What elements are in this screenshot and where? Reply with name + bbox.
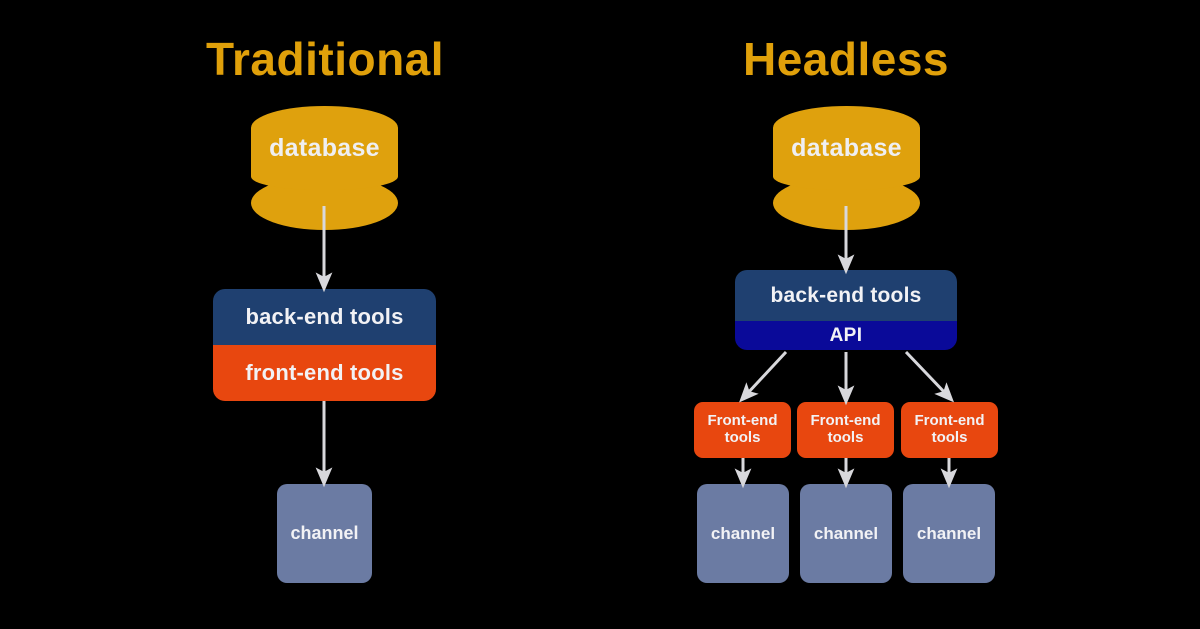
frontend-tools-label-line1: Front-end — [707, 412, 778, 430]
headless-backend-tools-row[interactable]: back-end tools — [735, 270, 957, 321]
headless-database-cylinder: database — [773, 106, 920, 230]
arrow-api-to-frontend-right — [904, 350, 955, 403]
traditional-tools-stack: back-end tools front-end tools — [213, 289, 436, 401]
traditional-backend-tools-row[interactable]: back-end tools — [213, 289, 436, 345]
frontend-tools-label-line2: tools — [724, 429, 761, 446]
frontend-tools-label-line1: Front-end — [810, 412, 881, 430]
frontend-tools-label-line2: tools — [827, 429, 864, 446]
database-body — [251, 106, 398, 190]
headless-frontend-tools-box-3[interactable]: Front-end tools — [901, 402, 998, 458]
traditional-database-cylinder: database — [251, 106, 398, 230]
column-title-headless: Headless — [742, 33, 949, 85]
frontend-tools-label-line2: tools — [931, 429, 968, 446]
headless-api-row[interactable]: API — [735, 321, 957, 350]
headless-channel-box-3[interactable]: channel — [903, 484, 995, 583]
headless-frontend-tools-box-2[interactable]: Front-end tools — [797, 402, 894, 458]
headless-tools-stack: back-end tools API — [735, 270, 957, 350]
headless-channel-box-2[interactable]: channel — [800, 484, 892, 583]
traditional-channel-box[interactable]: channel — [277, 484, 372, 583]
frontend-tools-label-line1: Front-end — [914, 412, 985, 430]
database-body — [773, 106, 920, 190]
headless-channel-box-1[interactable]: channel — [697, 484, 789, 583]
arrow-api-to-frontend-left — [739, 350, 788, 403]
traditional-frontend-tools-row[interactable]: front-end tools — [213, 345, 436, 401]
column-title-traditional: Traditional — [205, 33, 445, 85]
headless-frontend-tools-box-1[interactable]: Front-end tools — [694, 402, 791, 458]
